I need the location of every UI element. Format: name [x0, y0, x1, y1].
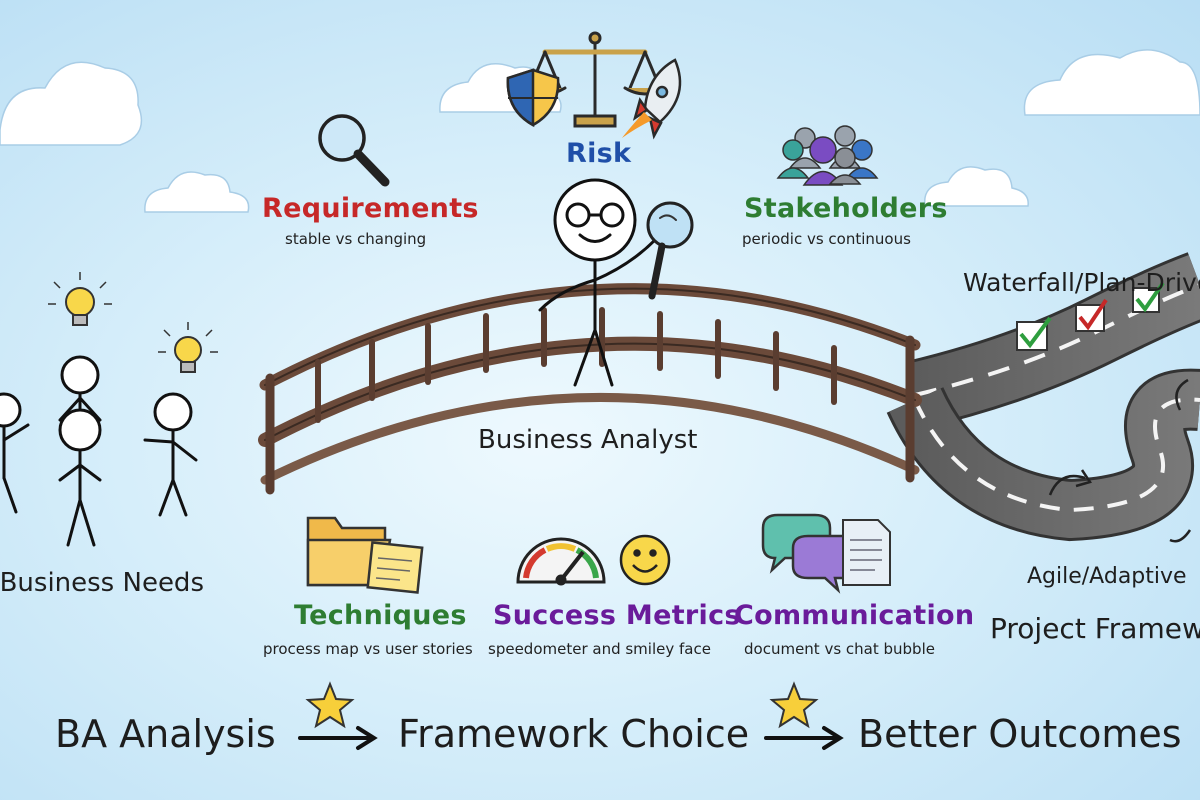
rocket-icon — [622, 58, 682, 140]
flow-step-better-outcomes: Better Outcomes — [858, 712, 1182, 756]
business-analyst-figure — [538, 178, 657, 387]
chat-bubble-icon — [761, 513, 862, 594]
lightbulb-icon — [48, 272, 112, 326]
requirements-title: Requirements — [262, 193, 479, 224]
cloud-icon — [144, 171, 250, 213]
stakeholders-title: Stakeholders — [744, 193, 948, 224]
risk-title: Risk — [566, 138, 632, 169]
lightbulb-icon — [158, 322, 218, 373]
stakeholders-subtitle: periodic vs continuous — [742, 230, 911, 248]
project-framework-label: Project Framework — [990, 612, 1200, 645]
folder-icon — [306, 516, 424, 594]
flow-step-framework-choice: Framework Choice — [398, 712, 750, 756]
checkmark-icon — [1075, 298, 1108, 332]
cloud-icon — [0, 61, 143, 146]
techniques-title: Techniques — [294, 600, 467, 631]
communication-title: Communication — [734, 600, 975, 631]
business-analyst-label: Business Analyst — [478, 425, 698, 455]
bridge-icon — [258, 283, 922, 495]
communication-subtitle: document vs chat bubble — [744, 640, 935, 658]
cloud-icon — [923, 166, 1029, 207]
checkmark-icon — [1016, 316, 1052, 351]
star-icon — [769, 681, 819, 729]
arrow-icon — [764, 726, 844, 750]
magnifier-icon — [646, 201, 694, 300]
flow-step-ba-analysis: BA Analysis — [55, 712, 276, 756]
road-icon — [886, 252, 1200, 543]
waterfall-label: Waterfall/Plan-Driven — [963, 268, 1200, 297]
document-icon — [842, 519, 891, 586]
magnifier-icon — [318, 114, 390, 187]
checkmark-icon — [1132, 281, 1165, 313]
business-needs-figures — [0, 355, 198, 547]
smiley-icon — [619, 534, 671, 586]
success-metrics-subtitle: speedometer and smiley face — [488, 640, 711, 658]
shield-icon — [506, 68, 560, 128]
techniques-subtitle: process map vs user stories — [263, 640, 473, 658]
cloud-icon — [1023, 49, 1200, 116]
star-icon — [305, 681, 355, 729]
requirements-subtitle: stable vs changing — [285, 230, 427, 248]
agile-label: Agile/Adaptive — [1027, 564, 1187, 589]
arrow-icon — [298, 726, 378, 750]
success-metrics-title: Success Metrics — [493, 600, 741, 631]
speedometer-icon — [516, 537, 606, 586]
business-needs-label: Business Needs — [0, 568, 204, 598]
people-icon — [776, 125, 879, 186]
